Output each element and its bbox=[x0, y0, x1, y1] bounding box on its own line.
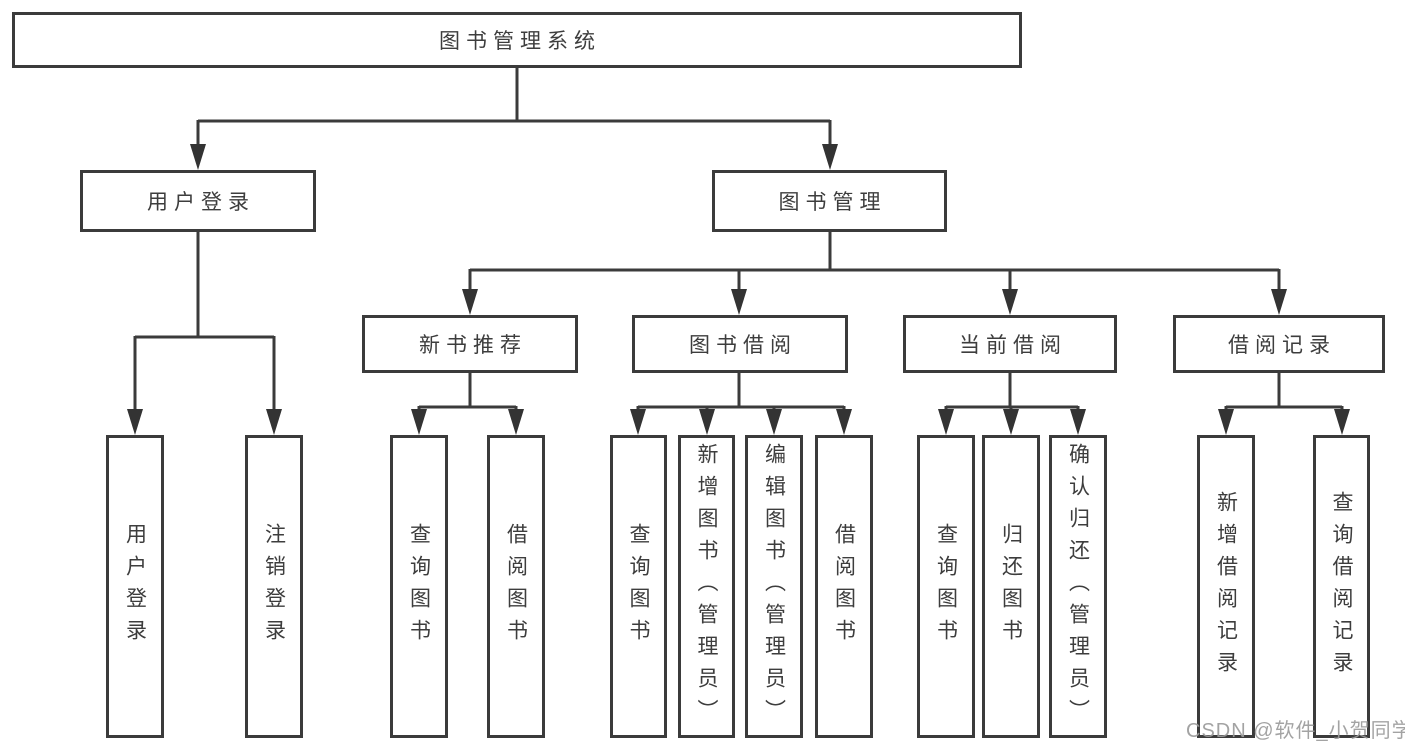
node-label: 借阅图书 bbox=[504, 522, 528, 651]
node-label: 查询图书 bbox=[627, 522, 651, 651]
arrow-down-icon bbox=[1218, 409, 1234, 435]
node-user-login: 用户登录 bbox=[80, 170, 316, 232]
watermark: CSDN @软件_小贺同学 bbox=[1186, 720, 1405, 742]
node-label: 确认归还（管理员） bbox=[1066, 442, 1090, 731]
node-label: 归还图书 bbox=[999, 522, 1023, 651]
node-label: 新增借阅记录 bbox=[1214, 490, 1238, 683]
node-book-management: 图书管理 bbox=[712, 170, 947, 232]
node-label: 当前借阅 bbox=[959, 334, 1067, 357]
node-label: 图书管理 bbox=[778, 191, 887, 214]
leaf-add-borrow-record: 新增借阅记录 bbox=[1197, 435, 1255, 738]
leaf-borrow-book: 借阅图书 bbox=[815, 435, 873, 738]
node-book-management-system: 图书管理系统 bbox=[12, 12, 1022, 68]
arrow-down-icon bbox=[266, 409, 282, 435]
arrow-down-icon bbox=[1003, 409, 1019, 435]
arrow-down-icon bbox=[731, 289, 747, 315]
arrow-down-icon bbox=[411, 409, 427, 435]
node-book-borrow: 图书借阅 bbox=[632, 315, 848, 373]
node-label: 编辑图书（管理员） bbox=[762, 442, 786, 731]
leaf-query-borrow-record: 查询借阅记录 bbox=[1313, 435, 1370, 738]
arrow-down-icon bbox=[766, 409, 782, 435]
leaf-confirm-return-admin: 确认归还（管理员） bbox=[1049, 435, 1107, 738]
node-label: 查询借阅记录 bbox=[1330, 490, 1354, 683]
node-label: 图书借阅 bbox=[689, 334, 797, 357]
leaf-borrow-book-recommend: 借阅图书 bbox=[487, 435, 545, 738]
arrow-down-icon bbox=[938, 409, 954, 435]
node-label: 查询图书 bbox=[934, 522, 958, 651]
arrow-down-icon bbox=[630, 409, 646, 435]
arrow-down-icon bbox=[1002, 289, 1018, 315]
arrow-down-icon bbox=[1334, 409, 1350, 435]
arrow-down-icon bbox=[127, 409, 143, 435]
node-label: 借阅图书 bbox=[832, 522, 856, 651]
connector-root bbox=[196, 68, 832, 146]
node-borrow-records: 借阅记录 bbox=[1173, 315, 1385, 373]
connector-book-borrow bbox=[636, 373, 846, 411]
connector-borrow-records bbox=[1224, 373, 1344, 411]
node-label: 注销登录 bbox=[262, 522, 286, 651]
leaf-query-book-borrow: 查询图书 bbox=[610, 435, 667, 738]
leaf-query-book-current: 查询图书 bbox=[917, 435, 975, 738]
leaf-user-login: 用户登录 bbox=[106, 435, 164, 738]
arrow-down-icon bbox=[462, 289, 478, 315]
arrow-down-icon bbox=[822, 144, 838, 170]
connector-book-management bbox=[468, 232, 1281, 291]
node-label: 新增图书（管理员） bbox=[695, 442, 719, 731]
node-label: 查询图书 bbox=[407, 522, 431, 651]
arrow-down-icon bbox=[508, 409, 524, 435]
connector-new-book bbox=[417, 373, 518, 411]
arrow-down-icon bbox=[190, 144, 206, 170]
node-label: 图书管理系统 bbox=[439, 30, 601, 53]
node-current-borrow: 当前借阅 bbox=[903, 315, 1117, 373]
connector-current-borrow bbox=[944, 373, 1080, 411]
leaf-return-book: 归还图书 bbox=[982, 435, 1040, 738]
leaf-logout: 注销登录 bbox=[245, 435, 303, 738]
arrow-down-icon bbox=[699, 409, 715, 435]
node-label: 新书推荐 bbox=[419, 334, 527, 357]
arrow-down-icon bbox=[1271, 289, 1287, 315]
arrow-down-icon bbox=[1070, 409, 1086, 435]
node-label: 用户登录 bbox=[147, 191, 255, 214]
node-label: 用户登录 bbox=[123, 522, 147, 651]
leaf-add-book-admin: 新增图书（管理员） bbox=[678, 435, 735, 738]
leaf-query-book-recommend: 查询图书 bbox=[390, 435, 448, 738]
connector-user-login bbox=[133, 232, 276, 411]
arrow-down-icon bbox=[836, 409, 852, 435]
leaf-edit-book-admin: 编辑图书（管理员） bbox=[745, 435, 803, 738]
node-new-book-recommend: 新书推荐 bbox=[362, 315, 578, 373]
node-label: 借阅记录 bbox=[1228, 334, 1336, 357]
